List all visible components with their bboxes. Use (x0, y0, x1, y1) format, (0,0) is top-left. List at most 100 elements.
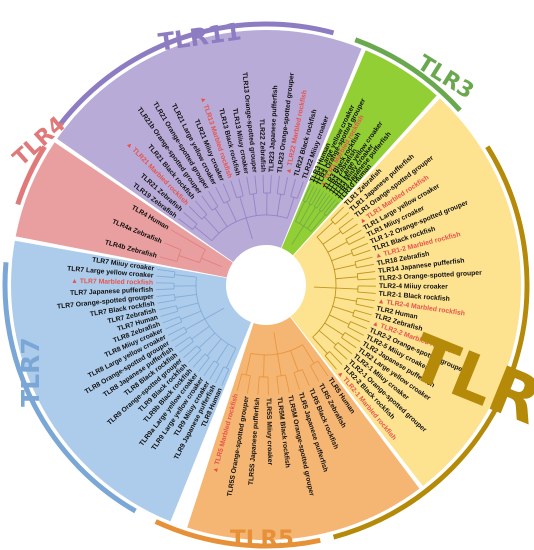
branch-tip (326, 201, 339, 216)
branch-tip (156, 294, 175, 297)
branch-tip (197, 357, 210, 373)
branch-node-arc (176, 249, 182, 262)
branch-tip (301, 369, 310, 387)
family-arc-tlr5 (154, 519, 321, 549)
branch-node-arc (250, 344, 303, 356)
branch-tip (296, 181, 304, 199)
branch-internal (194, 226, 213, 242)
branch-internal (186, 238, 206, 251)
branch-tip (156, 275, 175, 278)
branch-tip (276, 175, 280, 194)
leaf-label: TLR22 Zebrafish (258, 119, 266, 172)
branch-tip (230, 180, 238, 198)
branch-tip (341, 337, 357, 349)
branch-tip (344, 332, 361, 343)
branch-tip (324, 355, 337, 370)
branch-clade-root (273, 332, 278, 355)
clade-wedge-tlr3 (281, 50, 437, 256)
branch-tip (329, 351, 343, 365)
branch-tip (345, 229, 362, 240)
branch-node-arc (295, 221, 312, 232)
branch-internal (299, 204, 311, 224)
branch-tip (156, 288, 175, 291)
branch-internal (318, 330, 337, 346)
branch-node-arc (199, 249, 206, 263)
branch-internal (176, 302, 199, 309)
family-arc-tlr4 (15, 145, 47, 206)
branch-internal (327, 241, 348, 253)
branch-tip (269, 175, 272, 194)
branch-internal (290, 350, 299, 372)
branch-tip (203, 360, 215, 377)
family-arc-tlr3 (354, 37, 462, 113)
clade-background-wedges (10, 29, 521, 540)
branch-node-arc (174, 294, 176, 301)
branch-internal (206, 338, 222, 357)
branch-tip (209, 363, 220, 380)
branch-tip (357, 278, 376, 281)
branch-tip (171, 331, 188, 342)
branch-tip (285, 374, 290, 393)
branch-internal (302, 344, 315, 364)
branch-internal (198, 332, 216, 349)
branch-tip (342, 223, 358, 235)
branch-tip (165, 321, 182, 330)
branch-internal (332, 305, 354, 314)
branch-node-arc (330, 219, 336, 225)
branch-tip (321, 197, 333, 213)
branch-tip (305, 185, 315, 203)
branch-internal (324, 322, 344, 336)
branch-node-arc (352, 309, 355, 317)
branch-node-arc (355, 298, 358, 305)
branch-internal (225, 347, 237, 369)
branch-tip (238, 178, 244, 196)
branch-internal (239, 196, 247, 219)
leaf-label: TLR23 Japanese pufferfish (268, 85, 279, 172)
family-label-tlr7: TLR7 (16, 337, 45, 407)
branch-clade-root (291, 225, 304, 245)
branch-tip (215, 366, 225, 383)
branch-tip (246, 375, 251, 394)
branch-tip (302, 184, 312, 202)
branch-internal (334, 264, 356, 271)
branch-tip (308, 187, 318, 204)
branch-internal (329, 314, 350, 325)
branch-tip (313, 191, 324, 207)
branch-tip (317, 360, 329, 377)
clade-wedge-tlr1 (290, 98, 521, 486)
branch-tip (350, 321, 368, 330)
branch-node-arc (338, 228, 343, 235)
branch-tip (246, 176, 251, 195)
branch-node-arc (179, 316, 183, 323)
branch-internal (322, 231, 342, 245)
branch-internal (277, 353, 282, 376)
clade-wedge-tlr5 (187, 316, 420, 540)
branch-clade-root (201, 257, 222, 268)
branch-tip (323, 199, 336, 214)
branch-tip (350, 242, 368, 251)
branch-internal (263, 354, 265, 377)
branch-internal (335, 287, 358, 290)
branch-tip (174, 336, 191, 348)
branch-internal (310, 214, 326, 232)
branch-internal (312, 336, 328, 354)
branch-tip (283, 177, 289, 195)
clade-wedge-tlr7 (10, 240, 252, 522)
branch-tip (318, 195, 331, 211)
family-arc-tlr1 (332, 145, 530, 540)
branch-tip (316, 192, 328, 209)
branch-tip (356, 297, 375, 302)
branch-tip (290, 178, 296, 197)
branch-node-arc (211, 214, 288, 241)
branch-clade-root (245, 217, 253, 240)
branch-internal (216, 343, 229, 363)
branch-internal (286, 197, 295, 219)
branch-node-arc (213, 360, 220, 365)
branch-tip (311, 189, 321, 206)
family-arcs (2, 21, 530, 549)
branch-tip (222, 183, 231, 201)
branch-node-arc (196, 345, 202, 351)
branch-node-arc (308, 203, 312, 206)
branch-tip (348, 236, 366, 245)
branch-internal (303, 207, 316, 227)
